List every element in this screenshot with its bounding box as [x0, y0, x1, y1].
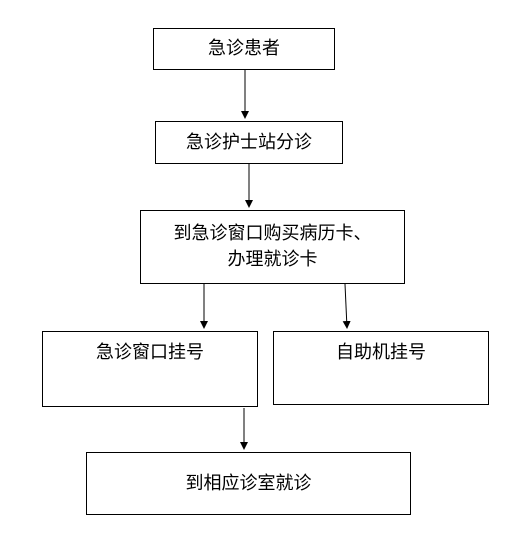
node-nurse-triage: 急诊护士站分诊 [155, 121, 343, 164]
node-buy-medical-card-line1: 到急诊窗口购买病历卡、 [173, 223, 372, 244]
node-consult-room-label: 到相应诊室就诊 [185, 472, 312, 494]
node-buy-medical-card-line2: 办理就诊卡 [227, 249, 318, 270]
node-self-service-registration: 自助机挂号 [273, 331, 489, 405]
node-buy-medical-card: 到急诊窗口购买病历卡、 办理就诊卡 [140, 210, 405, 284]
arrow-buy-card-to-self-service [342, 283, 351, 329]
node-window-registration-label: 急诊窗口挂号 [96, 342, 204, 363]
node-emergency-patient-label: 急诊患者 [208, 38, 280, 59]
node-nurse-triage-label: 急诊护士站分诊 [186, 131, 312, 153]
node-self-service-registration-label: 自助机挂号 [336, 342, 426, 363]
node-consult-room: 到相应诊室就诊 [86, 452, 411, 515]
node-window-registration: 急诊窗口挂号 [42, 331, 258, 407]
node-emergency-patient: 急诊患者 [153, 28, 335, 70]
